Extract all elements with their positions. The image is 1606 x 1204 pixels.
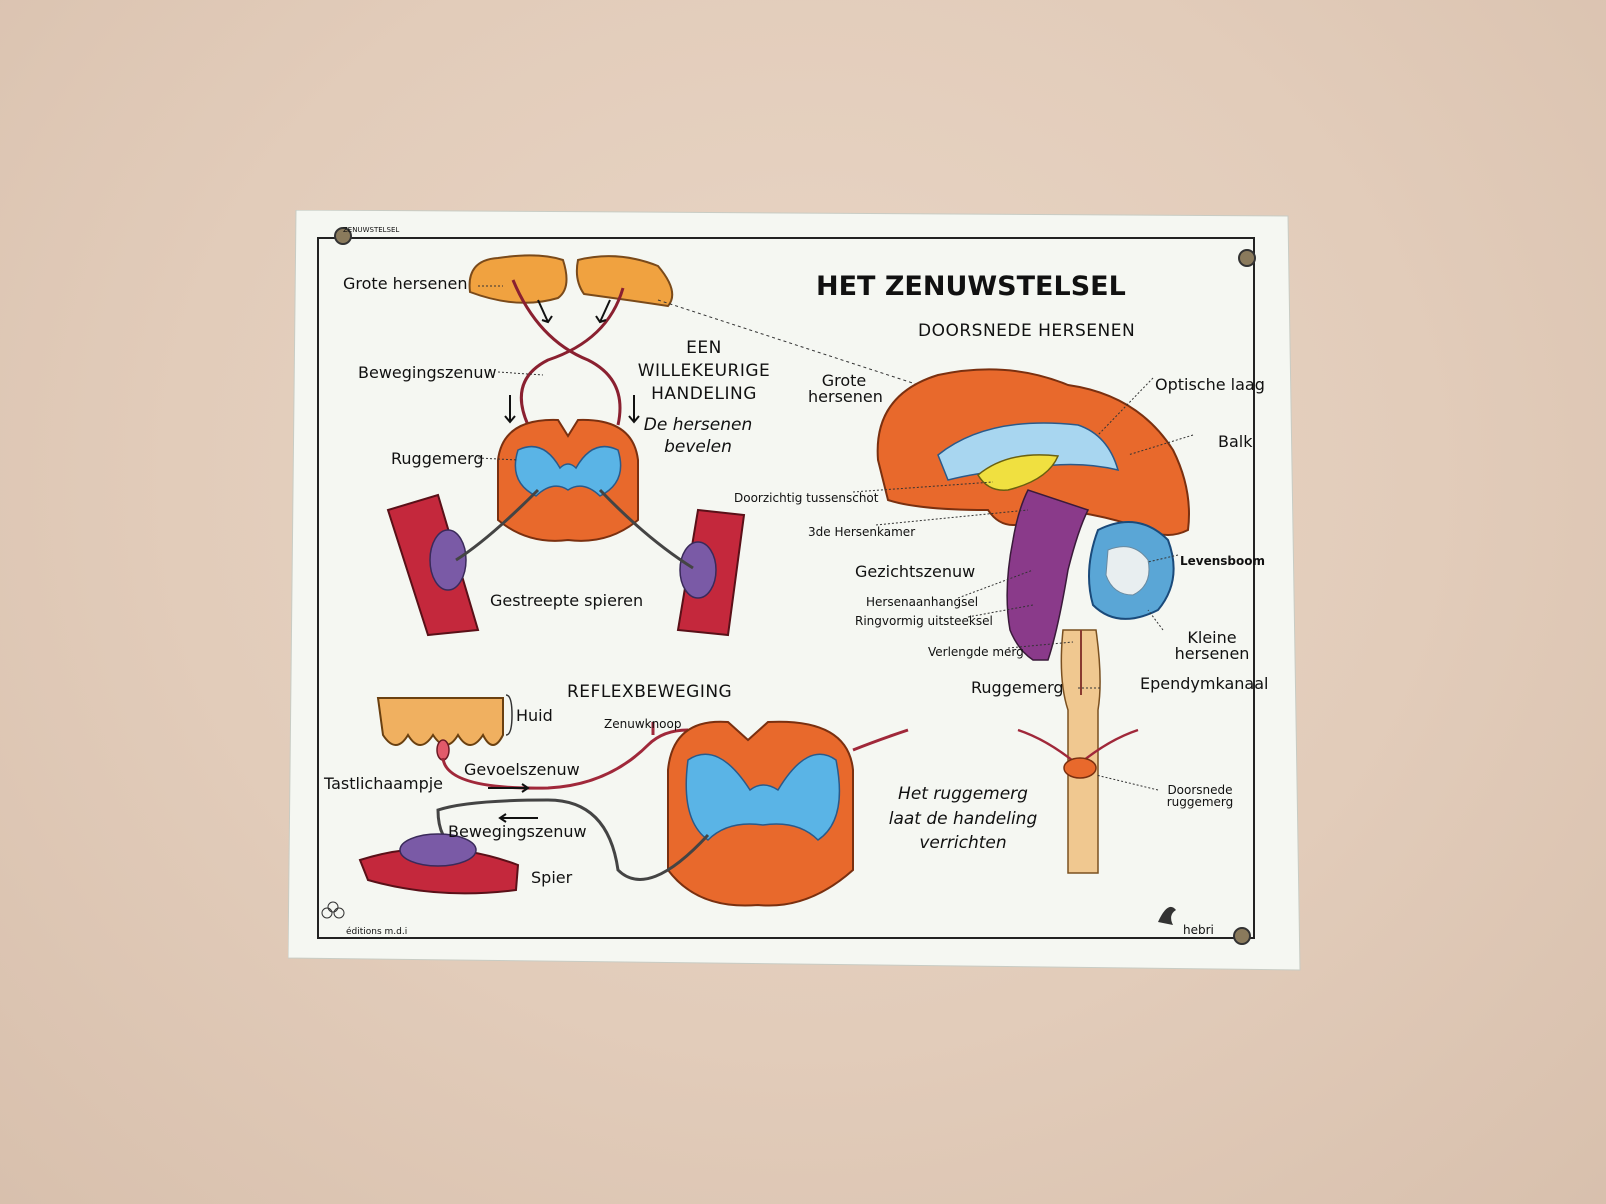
- nerve-to-muscle-right: [598, 488, 694, 570]
- label-levensboom: Levensboom: [1180, 554, 1266, 568]
- label-ringvormig: Ringvormig uitsteeksel: [855, 614, 993, 628]
- label-grote-hersenen-brain: Grote hersenen: [808, 371, 883, 406]
- label-tussenschot: Doorzichtig tussenschot: [734, 491, 879, 505]
- hebri-logo-icon: [1158, 906, 1176, 925]
- motor-nerve-left: [511, 279, 622, 426]
- grey-matter-reflex: [685, 753, 841, 841]
- label-gevoelszenuw: Gevoelszenuw: [464, 760, 580, 779]
- nerve-out: [852, 728, 909, 752]
- publisher-right: hebri: [1183, 923, 1214, 937]
- spinal-cross-section-small: [1063, 757, 1097, 779]
- poster-tag: ZENUWSTELSEL: [343, 226, 400, 234]
- touch-receptor: [436, 739, 450, 761]
- muscle-endplate-right: [679, 541, 717, 599]
- arrow-down-icon: [504, 395, 516, 424]
- label-zenuwknoop: Zenuwknoop: [604, 717, 682, 731]
- poster-title: HET ZENUWSTELSEL: [816, 271, 1126, 302]
- publisher-logo-icon: [327, 901, 339, 913]
- leader-line: [852, 481, 994, 493]
- grey-matter: [514, 445, 622, 497]
- caption-brain-commands: De hersenen bevelen: [643, 415, 753, 458]
- caption-spinal-executes: Het ruggemerg laat de handeling verricht…: [888, 784, 1038, 854]
- label-optische-laag: Optische laag: [1155, 375, 1265, 394]
- poster-artwork: [288, 210, 1301, 971]
- leader-line: [967, 604, 1034, 618]
- label-tastlichaampje: Tastlichaampje: [324, 774, 444, 793]
- grommet-icon: [1233, 927, 1251, 945]
- section-heading-voluntary: EEN WILLEKEURIGE HANDELING: [637, 338, 771, 404]
- arbor-vitae: [1105, 546, 1150, 596]
- bracket-icon: [505, 694, 513, 736]
- label-verlengde-merg: Verlengde merg: [928, 645, 1024, 659]
- label-hersenkamer: 3de Hersenkamer: [808, 525, 916, 539]
- arrow-down-icon: [628, 395, 640, 424]
- arrow-down-icon: [595, 299, 611, 324]
- leader-line: [497, 371, 544, 376]
- nerve-to-muscle-left: [455, 488, 540, 562]
- label-balk: Balk: [1218, 432, 1253, 451]
- leader-line: [1147, 554, 1179, 563]
- spinal-cord-long: [1060, 629, 1101, 874]
- motor-nerve-reflex: [436, 798, 710, 881]
- leader-line: [477, 457, 519, 461]
- publisher-left: éditions m.d.i: [346, 927, 408, 937]
- label-ruggemerg: Ruggemerg: [391, 449, 484, 468]
- leader-line: [1097, 377, 1154, 436]
- leader-line: [1127, 434, 1194, 456]
- label-ependymkanaal: Ependymkanaal: [1140, 674, 1269, 693]
- leader-line: [657, 299, 929, 389]
- sensory-nerve: [441, 728, 689, 790]
- optic-thalamus: [977, 454, 1060, 491]
- leader-line: [875, 509, 1029, 526]
- section-heading-reflex: REFLEXBEWEGING: [567, 682, 733, 702]
- grommet-icon: [334, 227, 352, 245]
- arrow-right-icon: [488, 783, 530, 793]
- leader-line: [1007, 641, 1074, 649]
- motor-nerve-right: [519, 287, 625, 426]
- label-huid: Huid: [516, 706, 553, 725]
- poster-border: [317, 237, 1255, 939]
- arrow-down-icon: [537, 299, 553, 324]
- label-hersenaanhangsel: Hersenaanhangsel: [866, 595, 979, 609]
- leader-line: [1147, 609, 1164, 631]
- label-bewegingszenuw-reflex: Bewegingszenuw: [448, 822, 587, 841]
- muscle-endplate-reflex: [399, 833, 477, 867]
- brain-left-hemisphere: [468, 254, 568, 304]
- leader-line: [957, 569, 1034, 599]
- arrow-left-icon: [498, 813, 538, 823]
- label-grote-hersenen: Grote hersenen: [343, 274, 468, 293]
- brainstem: [1006, 489, 1090, 661]
- section-heading-brain: DOORSNEDE HERSENEN: [918, 321, 1136, 341]
- label-bewegingszenuw: Bewegingszenuw: [358, 363, 497, 382]
- label-ruggemerg-brain: Ruggemerg: [971, 678, 1064, 697]
- label-gestreepte-spieren: Gestreepte spieren: [490, 591, 644, 610]
- label-spier: Spier: [531, 868, 573, 887]
- brain-right-hemisphere: [575, 255, 674, 308]
- grommet-icon: [1238, 249, 1256, 267]
- skin-section: [376, 697, 504, 746]
- muscle-endplate-left: [429, 529, 467, 591]
- anatomy-poster: ZENUWSTELSEL HET ZENUWSTELSEL DOORSNEDE …: [288, 210, 1306, 975]
- label-kleine-hersenen: Kleine hersenen: [1174, 628, 1250, 663]
- leader-line: [1095, 774, 1159, 791]
- label-gezichtszenuw: Gezichtszenuw: [855, 562, 976, 581]
- label-doorsnede-ruggemerg: Doorsnede ruggemerg: [1166, 783, 1234, 809]
